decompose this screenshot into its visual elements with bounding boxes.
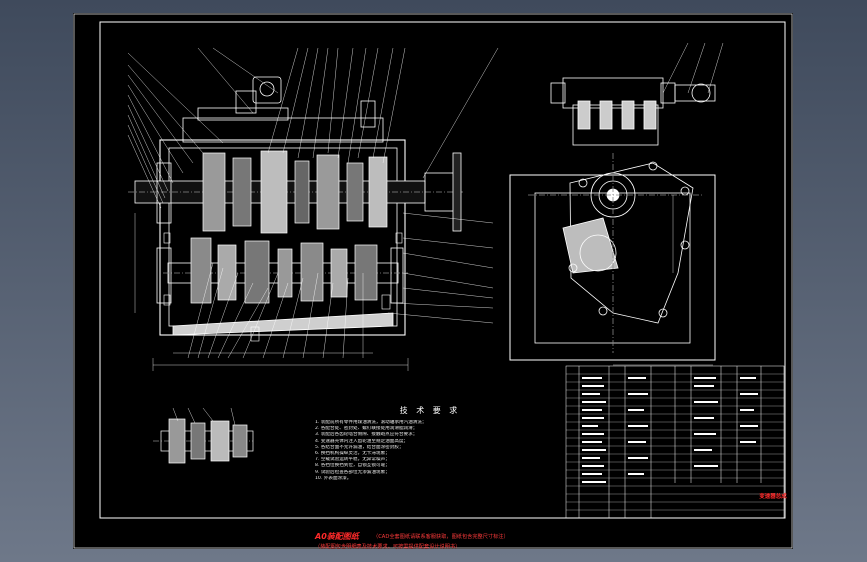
- tech-requirement-line: 3. 装配后各齿轮啮合侧隙、接触斑点应符合要求；: [315, 432, 418, 438]
- main-shaft-gears: [202, 150, 388, 234]
- parts-list-entries: [582, 377, 758, 483]
- drawing-sheet: 技 术 要 求 1. 装配前所有零件用煤油清洗，滚动轴承用汽油清洗； 2. 各配…: [73, 13, 793, 550]
- footer-note-line2: （装配图包含明细表及技术要求，可按需提供配套设计说明书）: [315, 544, 461, 550]
- part-number-leaders-right: [387, 212, 494, 324]
- title-block-stamp: 变速器总成: [759, 494, 787, 500]
- tech-requirements-list: 1. 装配前所有零件用煤油清洗，滚动轴承用汽油清洗； 2. 各配合处、密封处、螺…: [315, 420, 615, 482]
- dimension-lines: [134, 213, 409, 371]
- part-number-leaders-top: [127, 47, 499, 209]
- tech-requirement-line: 4. 变速器壳体内注入齿轮油至规定油面高度；: [315, 438, 409, 444]
- detail-view: [153, 407, 254, 464]
- parts-list-table: [565, 365, 785, 519]
- parts-list-rows: [566, 373, 784, 511]
- countershaft-gears: [190, 237, 378, 304]
- side-view: [509, 77, 716, 366]
- sheet-inner-frame: [99, 21, 786, 519]
- footer-heading: A0装配图纸: [315, 532, 359, 541]
- tech-requirement-line: 6. 换挡机构操纵灵活，无卡滞现象；: [315, 451, 390, 457]
- tech-requirement-line: 9. 试验后检查各部位无渗漏油现象；: [315, 469, 390, 475]
- tech-requirement-line: 7. 空载试验运转平稳，无异常噪声；: [315, 457, 390, 463]
- tech-requirement-line: 10. 外表面涂漆。: [315, 475, 352, 481]
- cad-drawing: [73, 13, 793, 549]
- footer-note-line1: （CAD全套图纸请联系客服获取，图纸包含完整尺寸标注）: [373, 534, 509, 540]
- housing-bolts: [163, 232, 403, 342]
- tech-requirement-line: 8. 各挡位换挡到位，自锁互锁可靠；: [315, 463, 390, 469]
- tech-requirement-line: 5. 各结合面不允许漏油，结合面涂密封胶；: [315, 444, 404, 450]
- tech-requirements-title: 技 术 要 求: [399, 406, 461, 415]
- tech-requirement-line: 2. 各配合处、密封处、螺钉联接处用润滑脂润滑；: [315, 426, 418, 432]
- part-number-leaders-bottom: [187, 262, 364, 359]
- side-view-leaders: [662, 42, 724, 94]
- sheet-outer-frame: [73, 13, 793, 549]
- tech-requirement-line: 1. 装配前所有零件用煤油清洗，滚动轴承用汽油清洗；: [315, 420, 427, 425]
